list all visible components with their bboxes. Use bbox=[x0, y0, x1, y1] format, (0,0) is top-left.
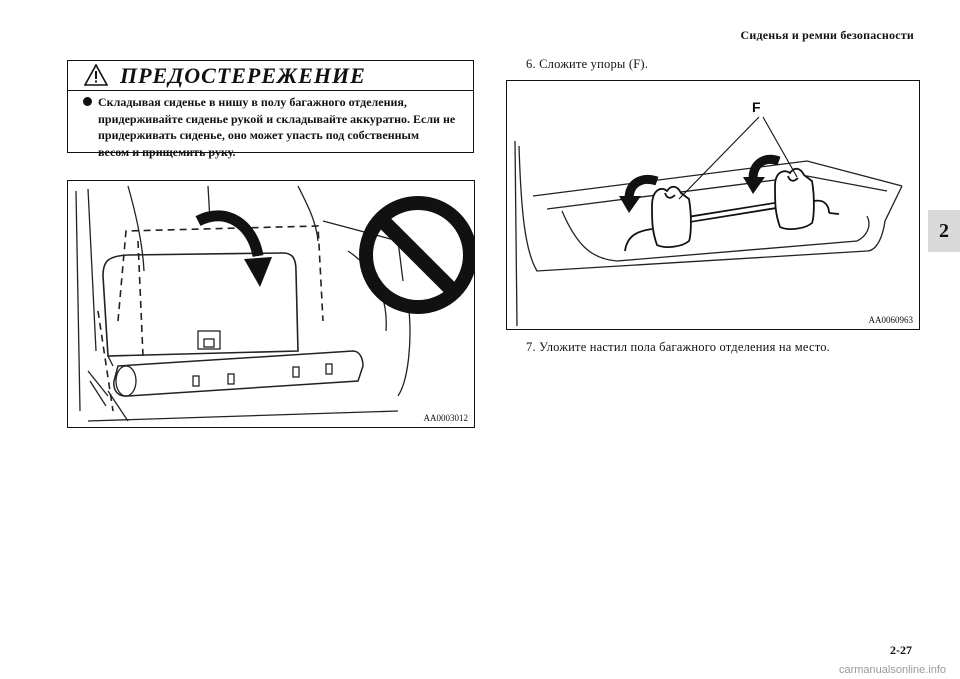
figure-stoppers: F AA0060963 bbox=[506, 80, 920, 330]
warning-header: ПРЕДОСТЕРЕЖЕНИЕ bbox=[68, 61, 473, 91]
page-header-title: Сиденья и ремни безопасности bbox=[740, 28, 914, 42]
prohibition-icon bbox=[359, 196, 474, 314]
watermark-text: carmanualsonline.info bbox=[838, 664, 946, 676]
warning-body: Складывая сиденье в нишу в полу багажног… bbox=[68, 91, 473, 160]
seat-folding-illustration bbox=[75, 185, 474, 422]
bullet-icon bbox=[83, 97, 92, 106]
figure-code: AA0060963 bbox=[868, 315, 914, 325]
chapter-tab: 2 bbox=[928, 210, 960, 252]
warning-title: ПРЕДОСТЕРЕЖЕНИЕ bbox=[120, 63, 366, 88]
warning-line: придерживайте сиденье рукой и складывайт… bbox=[98, 111, 456, 126]
figure-seat-folding: AA0003012 bbox=[67, 180, 475, 428]
label-f: F bbox=[752, 99, 761, 115]
warning-line: Складывая сиденье в нишу в полу багажног… bbox=[98, 95, 407, 109]
fold-arrow-icon bbox=[195, 210, 264, 258]
stoppers-illustration: F bbox=[514, 99, 903, 327]
step-7-text: 7. Уложите настил пола багажного отделен… bbox=[526, 340, 830, 354]
figure-code: AA0003012 bbox=[423, 413, 469, 423]
warning-triangle-icon bbox=[84, 64, 108, 86]
warning-line: придерживать сиденье, оно может упасть п… bbox=[98, 128, 420, 142]
warning-box: ПРЕДОСТЕРЕЖЕНИЕ Складывая сиденье в нишу… bbox=[67, 60, 474, 159]
fold-arrow-icon bbox=[748, 154, 781, 180]
warning-line: весом и прищемить руку. bbox=[98, 144, 236, 159]
fold-arrow-icon bbox=[624, 174, 659, 200]
page-number: 2-27 bbox=[890, 643, 912, 657]
step-6-text: 6. Сложите упоры (F). bbox=[526, 57, 649, 71]
